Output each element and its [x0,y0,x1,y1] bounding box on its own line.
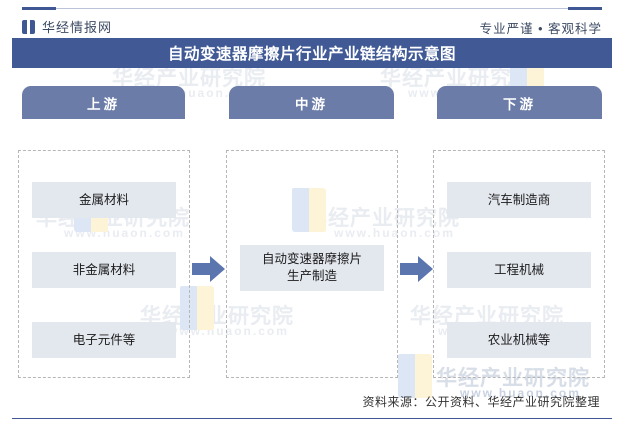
item-label-line1: 自动变速器摩擦片 [261,252,362,266]
header-thin-rule-left [56,8,316,9]
book-icon [22,19,35,34]
item-label: 电子元件等 [72,332,136,347]
brand-name: 华经情报网 [42,20,113,35]
column-header-label: 中游 [295,96,328,112]
header-thin-rule-right [308,8,568,9]
header-rule-right [568,7,602,10]
column-header-label: 上游 [87,96,120,112]
chart-title-bar: 自动变速器摩擦片行业产业链结构示意图 [12,38,612,68]
upstream-item-2: 非金属材料 [32,252,176,288]
column-box-upstream [18,150,190,378]
page-title: 自动变速器摩擦片行业产业链结构示意图 [167,46,456,63]
column-header-downstream: 下游 [437,86,602,119]
downstream-item-1: 汽车制造商 [447,182,591,218]
downstream-item-3: 农业机械等 [447,322,591,358]
item-label-line2: 生产制造 [286,269,337,283]
column-box-midstream [226,150,398,378]
arrow-right-icon [192,256,225,282]
midstream-item-1: 自动变速器摩擦片 生产制造 [240,245,384,291]
column-header-label: 下游 [503,96,536,112]
source-note: 资料来源：公开资料、华经产业研究院整理 [362,395,600,409]
downstream-item-2: 工程机械 [447,252,591,288]
upstream-item-1: 金属材料 [32,182,176,218]
item-label: 非金属材料 [72,262,136,277]
item-label: 农业机械等 [487,332,551,347]
header-rule-left [22,7,56,10]
column-box-downstream [433,150,605,378]
item-label: 金属材料 [78,192,129,207]
upstream-item-3: 电子元件等 [32,322,176,358]
brand: 华经情报网 [22,17,112,36]
item-label: 工程机械 [493,262,544,277]
item-label: 汽车制造商 [487,192,551,207]
book-icon [398,354,432,398]
footer-rule [12,417,612,419]
arrow-right-icon [400,256,433,282]
footer-strip [0,421,624,437]
tagline: 专业严谨 • 客观科学 [479,22,602,36]
column-header-upstream: 上游 [22,86,185,119]
column-header-midstream: 中游 [229,86,394,119]
